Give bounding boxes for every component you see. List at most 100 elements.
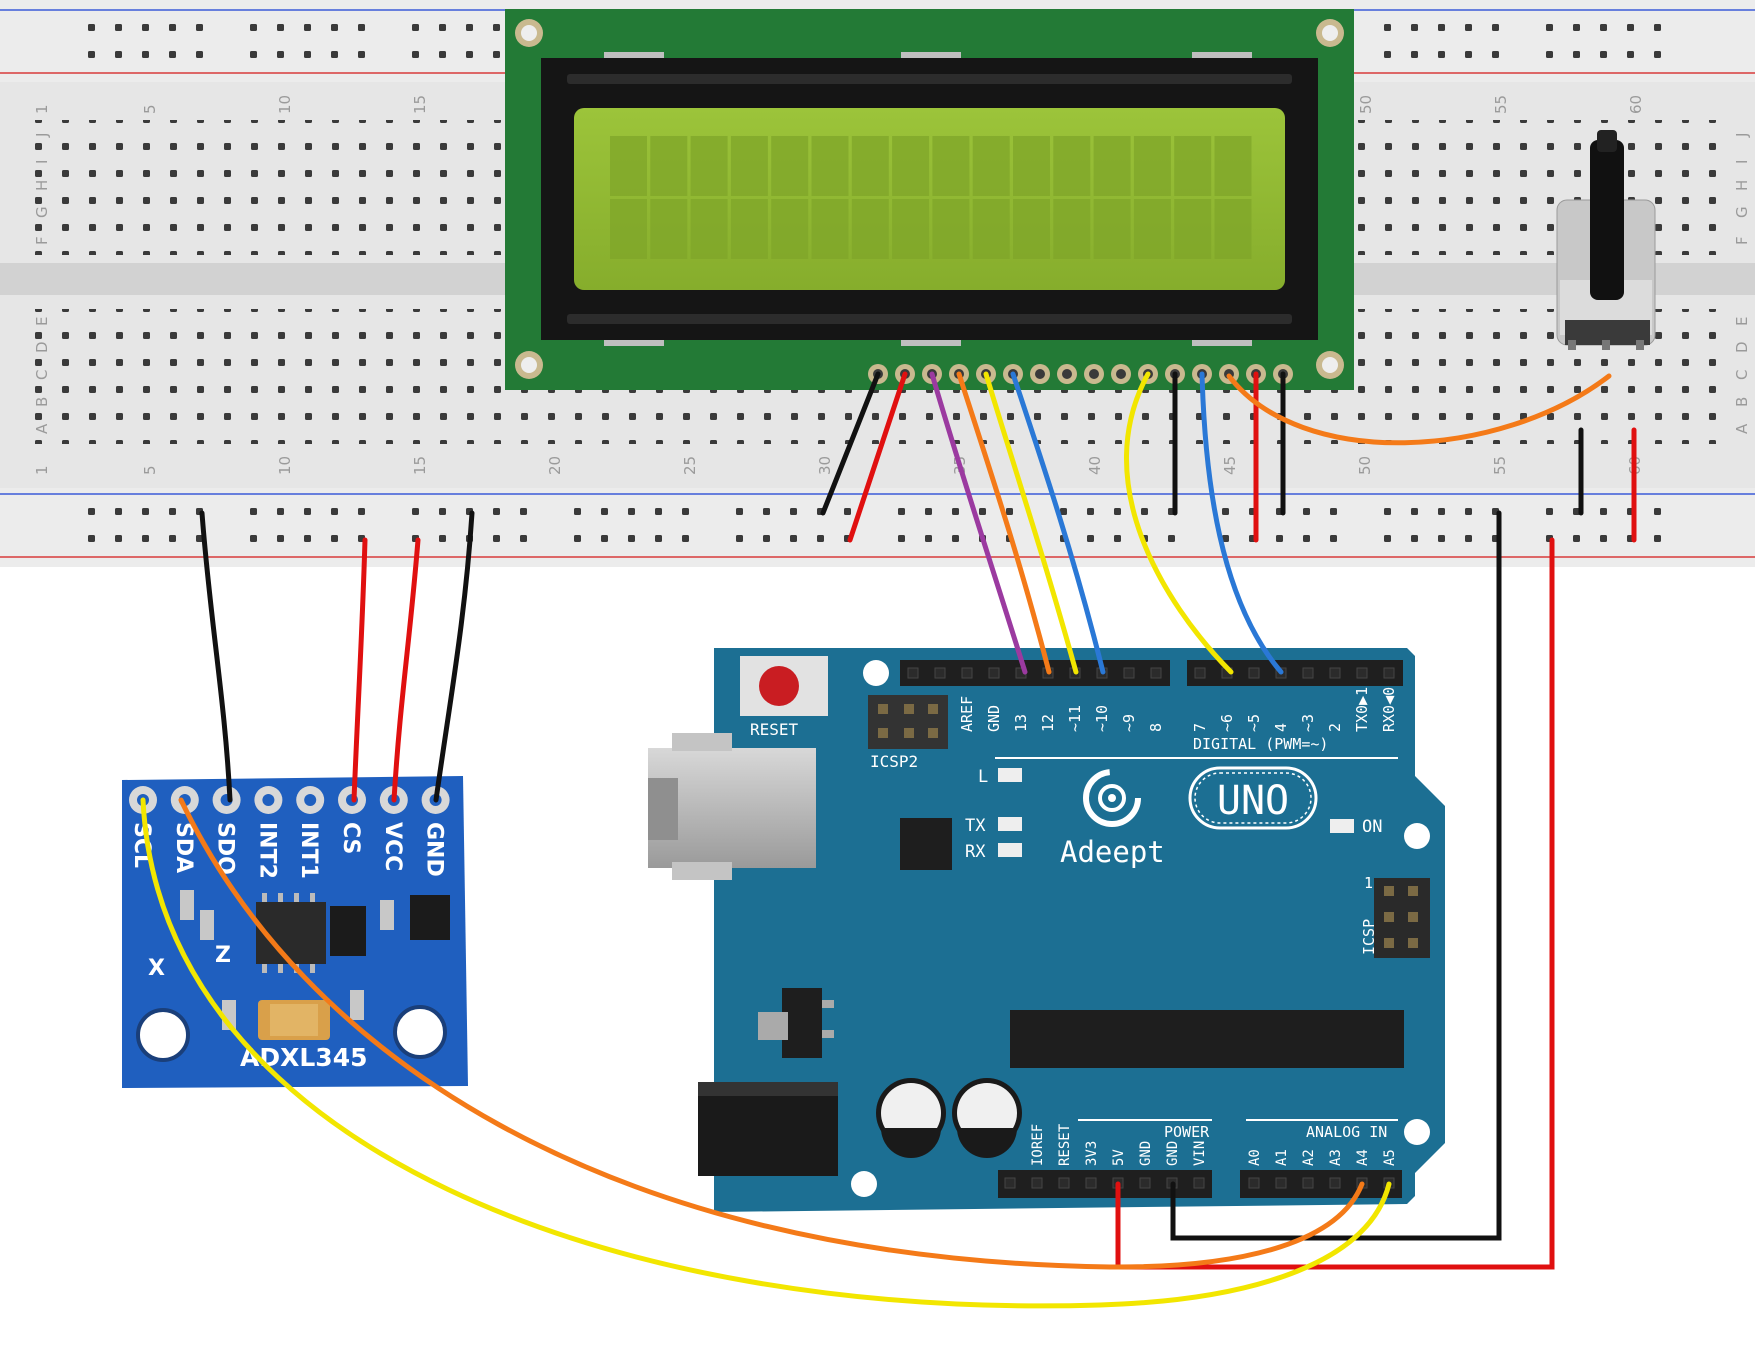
reset-button-cap[interactable] (759, 666, 799, 706)
wire-adxl-scl-to-a5 (140, 797, 1392, 1309)
row-letter: A (33, 423, 51, 434)
rail-hole (250, 51, 257, 58)
row-letter: H (33, 180, 51, 191)
rail-hole (331, 535, 338, 542)
rail-hole (844, 508, 851, 515)
rail-hole (763, 508, 770, 515)
col-num-bottom: 50 (1356, 456, 1374, 475)
led-rx (998, 843, 1022, 857)
lcd-char-cell (811, 136, 849, 196)
header-pin-hole[interactable] (1031, 1177, 1043, 1189)
rail-hole (439, 535, 446, 542)
model-label: UNO (1217, 778, 1289, 824)
rail-hole (736, 508, 743, 515)
row-letter: G (1733, 206, 1751, 218)
lcd-char-cell (1013, 136, 1050, 196)
header-pin-hole[interactable] (907, 667, 919, 679)
digital-header[interactable] (1187, 660, 1403, 686)
digital-pin-label: 2 (1326, 723, 1344, 732)
power-pin-label: 5V (1111, 1149, 1127, 1166)
rail-hole (520, 508, 527, 515)
wire-adxl-cs-to-5v-rail (351, 537, 368, 803)
lcd-char-cell (690, 136, 728, 196)
header-pin-hole[interactable] (934, 667, 946, 679)
rail-hole (1006, 508, 1013, 515)
header-pin-hole[interactable] (961, 667, 973, 679)
row-letter: F (33, 236, 51, 245)
rail-hole (1600, 535, 1607, 542)
rail-hole (1438, 51, 1445, 58)
rail-hole (1303, 535, 1310, 542)
jumper-wires (140, 371, 1637, 1309)
sensor-pin-label: SDA (171, 822, 196, 873)
sensor-pin-hole (304, 794, 317, 806)
header-pin-hole[interactable] (1150, 667, 1162, 679)
column-numbers-top: 1 5 10 15 50 55 60 (33, 95, 1645, 114)
lcd-char-cell (1174, 199, 1212, 259)
digital-pin-label: 13 (1012, 714, 1030, 732)
rail-hole (1222, 508, 1229, 515)
header-pin-hole[interactable] (1329, 667, 1341, 679)
header-pin-hole[interactable] (1139, 1177, 1151, 1189)
header-pin-hole[interactable] (1058, 1177, 1070, 1189)
rail-hole (1438, 24, 1445, 31)
rail-hole (115, 508, 122, 515)
rail-hole (1060, 508, 1067, 515)
axis-z-label: Z (215, 943, 231, 968)
rail-hole (898, 508, 905, 515)
lcd-char-cell (1053, 199, 1091, 259)
rail-hole (1141, 508, 1148, 515)
header-pin-hole[interactable] (1194, 667, 1206, 679)
digital-pin-label: 4 (1272, 723, 1290, 732)
rail-hole (358, 508, 365, 515)
rail-hole (1384, 535, 1391, 542)
axis-x-label: X (148, 956, 165, 981)
header-pin-hole[interactable] (1383, 667, 1395, 679)
icsp-header[interactable] (1374, 878, 1430, 958)
rail-hole (817, 535, 824, 542)
header-pin-hole[interactable] (1275, 1177, 1287, 1189)
header-pin-hole[interactable] (1004, 1177, 1016, 1189)
adeept-logo-icon (1083, 769, 1141, 827)
digital-pin-label: RX0◀0 (1380, 687, 1398, 732)
rail-hole (1303, 508, 1310, 515)
rail-hole (790, 508, 797, 515)
header-pin-hole[interactable] (1356, 667, 1368, 679)
header-pin-hole[interactable] (1302, 1177, 1314, 1189)
header-pin-hole[interactable] (1193, 1177, 1205, 1189)
header-pin-hole[interactable] (988, 667, 1000, 679)
analog-pin-label: A5 (1382, 1149, 1398, 1166)
rail-hole (493, 51, 500, 58)
analog-header[interactable] (1240, 1170, 1402, 1198)
lcd-char-cell (892, 136, 930, 196)
rail-hole (1276, 535, 1283, 542)
sensor-pin-label: CS (338, 822, 363, 854)
rail-hole (493, 508, 500, 515)
header-pin-hole[interactable] (1248, 1177, 1260, 1189)
lcd-char-cell (972, 199, 1010, 259)
lcd-char-cell (771, 136, 809, 196)
lcd-char-cell (1053, 136, 1091, 196)
rail-hole (88, 535, 95, 542)
led-rx-label: RX (965, 842, 986, 862)
digital-pin-label: TX0▶1 (1353, 687, 1371, 732)
rail-hole (1600, 508, 1607, 515)
header-pin-hole[interactable] (1302, 667, 1314, 679)
rail-hole (169, 508, 176, 515)
rail-hole (790, 535, 797, 542)
rail-hole (1411, 508, 1418, 515)
header-pin-hole[interactable] (1123, 667, 1135, 679)
lcd-char-cell (730, 136, 768, 196)
header-pin-hole[interactable] (1248, 667, 1260, 679)
power-header[interactable] (998, 1170, 1212, 1198)
analog-pin-label: A2 (1301, 1149, 1317, 1166)
rail-hole (1384, 51, 1391, 58)
rail-hole (1465, 51, 1472, 58)
rail-hole (1573, 535, 1580, 542)
header-pin-hole[interactable] (1329, 1177, 1341, 1189)
header-pin-hole[interactable] (1085, 1177, 1097, 1189)
rail-hole (115, 51, 122, 58)
wire-gnd-rail-to-arduino-gnd (1170, 510, 1502, 1241)
